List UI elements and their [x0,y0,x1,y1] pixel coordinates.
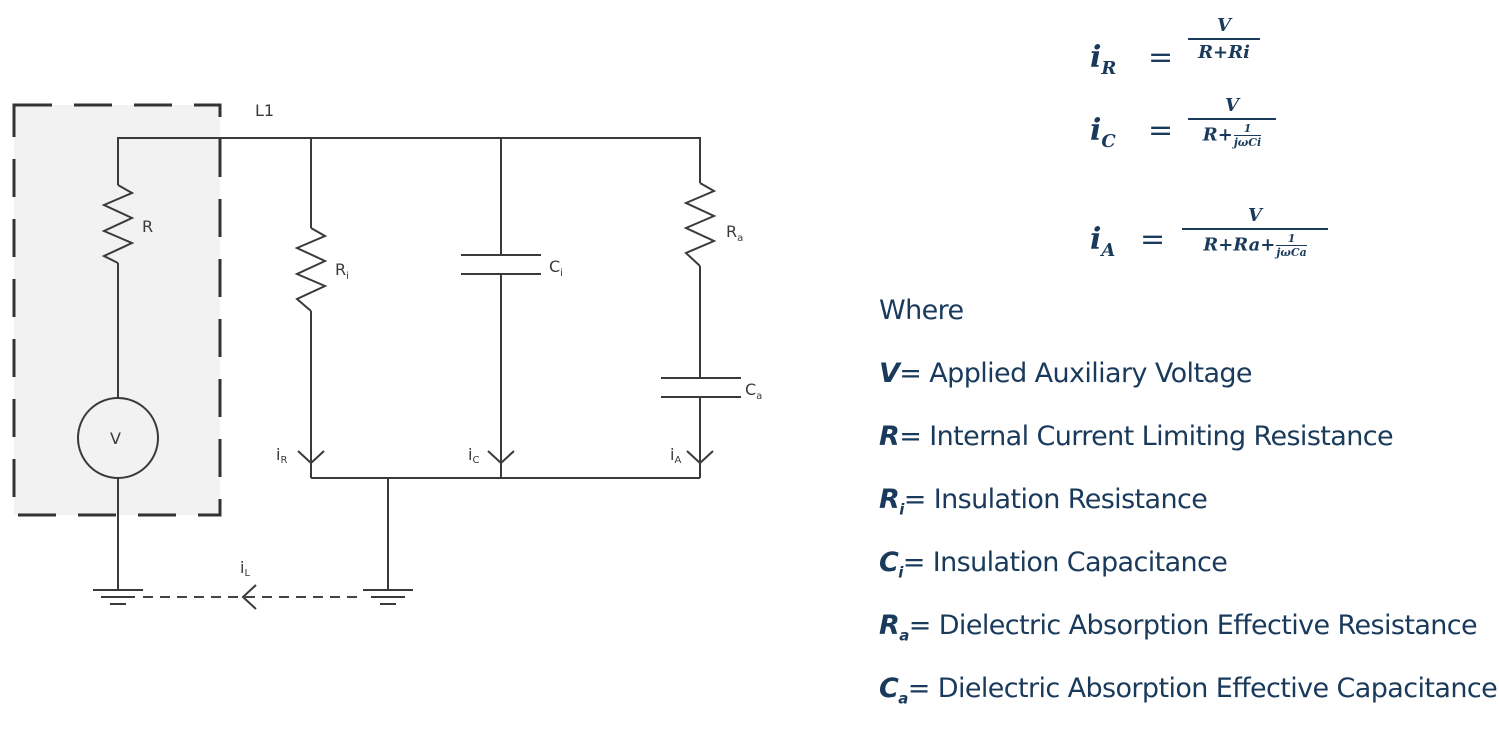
eq-ia-equals: = [1140,222,1166,257]
eq-ic-lhs: iC [1090,113,1116,152]
eq-ia-lhs: iA [1090,222,1116,261]
eq-ir-equals: = [1148,40,1174,75]
label-r: R [142,217,153,236]
legend-item: Ci= Insulation Capacitance [879,547,1228,582]
arrow-ia-icon [686,450,714,465]
legend-item: V= Applied Auxiliary Voltage [879,358,1253,389]
wire-l1 [117,137,701,185]
legend-heading: Where [879,295,964,326]
ground-icon-left [93,589,143,605]
eq-ic-equals: = [1148,113,1174,148]
resistor-ra [683,182,717,267]
legend-item: Ca= Dielectric Absorption Effective Capa… [879,673,1498,708]
label-ia: iA [670,445,681,466]
label-ir: iR [276,445,287,466]
label-ca: Ca [745,380,762,402]
legend-item: R= Internal Current Limiting Resistance [879,421,1394,452]
resistor-ri [294,227,328,312]
legend-item: Ri= Insulation Resistance [879,484,1208,519]
label-ri: Ri [335,260,349,282]
legend-item: Ra= Dielectric Absorption Effective Resi… [879,610,1478,645]
label-ic: iC [468,445,479,466]
arrow-il-icon [241,584,257,610]
instrument-box-border [12,103,222,517]
ground-icon-right [363,589,413,605]
label-ra: Ra [726,222,743,244]
resistor-r [101,184,135,264]
arrow-ir-icon [297,450,325,465]
node-label-l1: L1 [255,101,274,120]
arrow-ic-icon [487,450,515,465]
label-ci: Ci [549,257,563,279]
label-il: iL [240,558,250,579]
circuit-diagram: L1 R V Ri iR Ci iC Ra Ca iA iL [12,101,762,610]
label-v: V [110,429,121,448]
eq-ir-lhs: iR [1090,40,1117,79]
